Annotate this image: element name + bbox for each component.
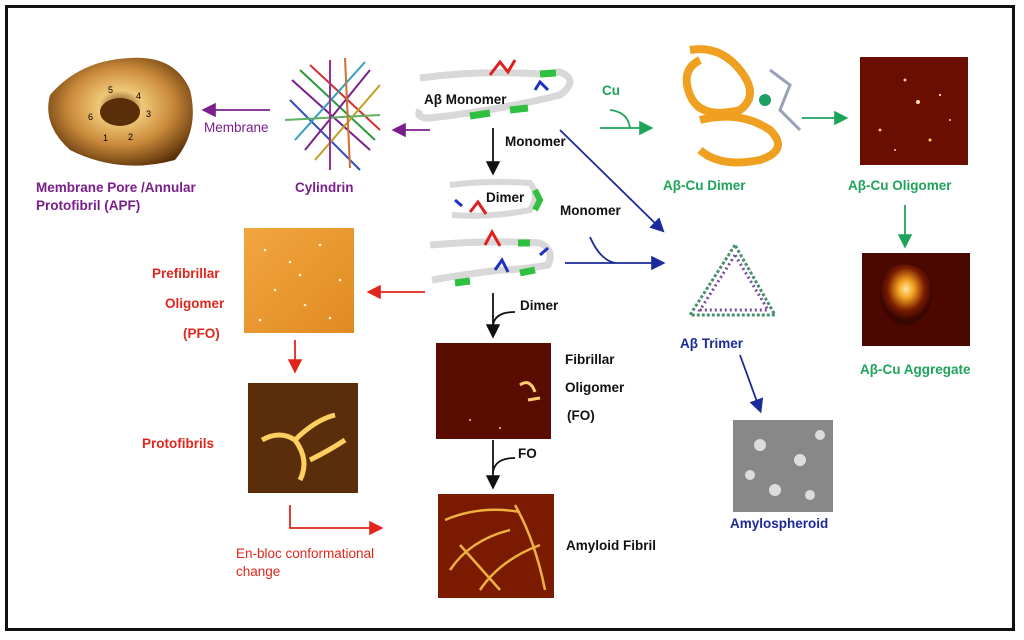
label-fo-2: Oligomer: [565, 380, 625, 395]
label-amylospheroid: Amylospheroid: [730, 516, 829, 531]
label-ab-cu-oligomer: Aβ-Cu Oligomer: [848, 178, 952, 193]
label-ab-monomer: Aβ Monomer: [424, 92, 507, 107]
membrane-pore-image: 5 4 3 2 1 6: [48, 57, 193, 166]
protofibrils-image: [248, 383, 358, 493]
svg-text:1: 1: [103, 133, 108, 143]
arrows: [201, 102, 913, 536]
label-amyloid-fibril: Amyloid Fibril: [566, 538, 657, 553]
label-monomer-2: Monomer: [560, 203, 621, 218]
label-ab-cu-dimer: Aβ-Cu Dimer: [663, 178, 746, 193]
label-fo-3: (FO): [567, 408, 595, 423]
svg-text:2: 2: [128, 132, 133, 142]
svg-text:5: 5: [108, 85, 113, 95]
label-membrane: Membrane: [204, 120, 269, 135]
label-fo-arrow: FO: [518, 446, 537, 461]
ab-trimer-structure: [687, 242, 778, 317]
figure-frame: [5, 5, 1015, 631]
svg-text:4: 4: [136, 91, 141, 101]
dimer-ribbon-2: [429, 228, 554, 287]
label-enbloc-2: change: [236, 564, 281, 579]
label-pfo-3: (PFO): [183, 326, 220, 341]
label-ab-cu-aggregate: Aβ-Cu Aggregate: [860, 362, 971, 377]
label-pfo-2: Oligomer: [165, 296, 225, 311]
amyloid-fibril-image: [438, 494, 554, 598]
arrow-enbloc: [289, 505, 384, 536]
svg-text:6: 6: [88, 112, 93, 122]
label-membrane-pore: Membrane Pore /Annular: [36, 180, 196, 195]
amylospheroid-image: [733, 420, 833, 512]
arrow-to-trimer-1: [559, 129, 665, 233]
label-fo-1: Fibrillar: [565, 352, 615, 367]
label-protofibrils: Protofibrils: [142, 436, 215, 451]
label-dimer-center: Dimer: [486, 190, 525, 205]
ab-cu-dimer-structure: [682, 45, 802, 167]
pfo-image: [244, 228, 354, 333]
label-pfo-1: Prefibrillar: [152, 266, 220, 281]
label-cu: Cu: [602, 83, 620, 98]
label-enbloc-1: En-bloc conformational: [236, 546, 375, 561]
ab-cu-oligomer-image: [860, 57, 968, 165]
arrow-to-amylospheroid: [739, 354, 764, 414]
label-ab-trimer: Aβ Trimer: [680, 336, 744, 351]
cylindrin-structure: [284, 57, 381, 171]
ab-monomer-ribbon: [415, 59, 574, 122]
dimer-ribbon: [449, 178, 544, 219]
ab-cu-aggregate-image: [862, 253, 970, 346]
fo-image: [436, 343, 551, 439]
label-membrane-pore-2: Protofibril (APF): [36, 198, 141, 213]
label-dimer-2: Dimer: [520, 298, 559, 313]
label-cylindrin: Cylindrin: [295, 180, 354, 195]
svg-text:3: 3: [146, 109, 151, 119]
label-monomer-1: Monomer: [505, 134, 566, 149]
